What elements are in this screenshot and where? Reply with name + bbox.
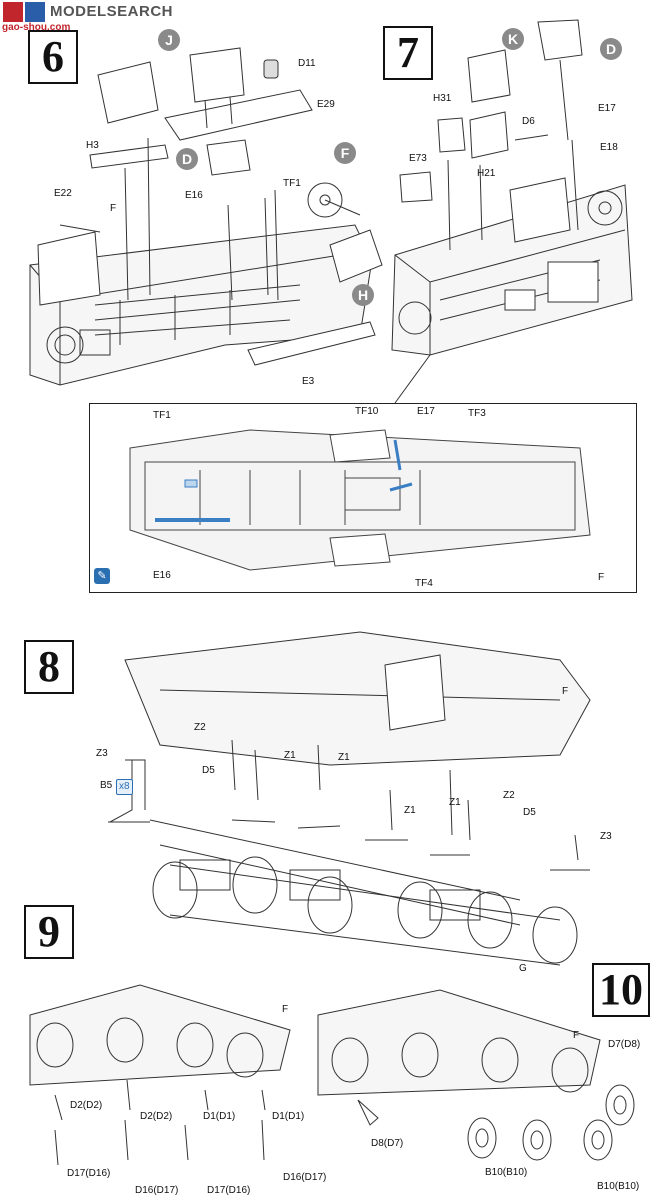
step9-label-d1b: D1(D1) xyxy=(272,1111,305,1122)
step9-label-d17b: D17(D16) xyxy=(207,1185,251,1196)
step-number-7: 7 xyxy=(383,26,433,80)
step8-label-z3b: Z3 xyxy=(600,831,612,842)
label-h21: H21 xyxy=(477,168,496,179)
step9-hull-drawing xyxy=(29,984,291,1166)
inset-label-e16: E16 xyxy=(153,570,171,581)
inset-label-f: F xyxy=(598,572,605,583)
step8-label-z1d: Z1 xyxy=(449,797,461,808)
quantity-badge: x8 xyxy=(116,779,133,795)
label-e29: E29 xyxy=(317,99,335,110)
step7-hull-drawing xyxy=(391,19,633,356)
watermark-logo xyxy=(3,2,45,22)
part-callout-D: D xyxy=(176,148,198,170)
step9-label-d17a: D17(D16) xyxy=(67,1168,111,1179)
watermark-url: gao-shou.com xyxy=(2,22,71,33)
step8-label-z1b: Z1 xyxy=(338,752,350,763)
label-tf1: TF1 xyxy=(283,178,301,189)
part-callout-D-step7: D xyxy=(600,38,622,60)
label-h31: H31 xyxy=(433,93,452,104)
step10-label-d8: D8(D7) xyxy=(371,1138,404,1149)
label-d6: D6 xyxy=(522,116,535,127)
step10-label-d7: D7(D8) xyxy=(608,1039,641,1050)
step8-label-g: G xyxy=(519,963,527,974)
label-e18: E18 xyxy=(600,142,618,153)
step-number-6: 6 xyxy=(28,30,78,84)
step10-label-f: F xyxy=(573,1030,580,1041)
part-callout-K: K xyxy=(502,28,524,50)
label-f: F xyxy=(110,203,117,214)
label-e73: E73 xyxy=(409,153,427,164)
inset-label-e17: E17 xyxy=(417,406,435,417)
step8-wheel-assemblies xyxy=(152,856,578,966)
step8-label-z2a: Z2 xyxy=(194,722,206,733)
step-number-10: 10 xyxy=(592,963,650,1017)
step10-hull-drawing xyxy=(317,989,635,1161)
label-e3: E3 xyxy=(302,376,315,387)
step9-label-d16b: D16(D17) xyxy=(283,1172,327,1183)
part-callout-F: F xyxy=(334,142,356,164)
inset-leader-line xyxy=(394,354,431,404)
step10-label-b10b: B10(B10) xyxy=(597,1181,640,1192)
step8-label-z1c: Z1 xyxy=(404,805,416,816)
step9-label-d1a: D1(D1) xyxy=(203,1111,236,1122)
paint-brush-icon: ✎ xyxy=(94,568,110,584)
step9-label-d2a: D2(D2) xyxy=(70,1100,103,1111)
inset-label-tf4: TF4 xyxy=(415,578,433,589)
step10-label-b10a: B10(B10) xyxy=(485,1167,528,1178)
label-h3: H3 xyxy=(86,140,99,151)
label-d11: D11 xyxy=(298,58,316,69)
step9-label-d16a: D16(D17) xyxy=(135,1185,179,1196)
inset-label-tf1: TF1 xyxy=(153,410,171,421)
step8-label-f: F xyxy=(562,686,569,697)
part-callout-J: J xyxy=(158,29,180,51)
step8-label-d5b: D5 xyxy=(523,807,536,818)
step-number-9: 9 xyxy=(24,905,74,959)
step8-label-z1a: Z1 xyxy=(284,750,296,761)
label-e16: E16 xyxy=(185,190,203,201)
inset-label-tf3: TF3 xyxy=(468,408,486,419)
step8-label-z2b: Z2 xyxy=(503,790,515,801)
label-e22: E22 xyxy=(54,188,72,199)
step8-label-b5: B5 xyxy=(100,780,113,791)
step8-label-d5a: D5 xyxy=(202,765,215,776)
step8-label-z3a: Z3 xyxy=(96,748,108,759)
part-callout-H: H xyxy=(352,284,374,306)
step8-hull-drawing xyxy=(108,631,591,966)
step6-hull-drawing xyxy=(29,47,383,386)
watermark-brand: MODELSEARCH xyxy=(50,3,174,20)
step-number-8: 8 xyxy=(24,640,74,694)
step9-label-f: F xyxy=(282,1004,289,1015)
inset-label-tf10: TF10 xyxy=(355,406,379,417)
step9-label-d2b: D2(D2) xyxy=(140,1111,173,1122)
label-e17: E17 xyxy=(598,103,616,114)
